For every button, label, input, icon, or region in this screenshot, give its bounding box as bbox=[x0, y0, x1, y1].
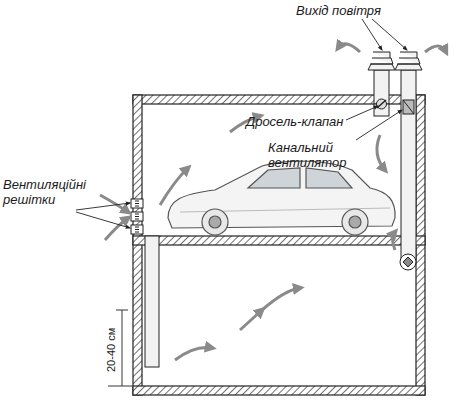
leader-lines bbox=[76, 19, 407, 228]
vent-grilles bbox=[131, 199, 143, 234]
dimension-label: 20-40 см bbox=[104, 328, 119, 372]
duct-fan-label: Канальний вентилятор bbox=[268, 140, 378, 170]
air-outlet-label: Вихід повітря bbox=[296, 3, 416, 18]
exhaust-pipes bbox=[368, 52, 422, 270]
intake-pipe bbox=[145, 236, 159, 367]
air-flow-arrows bbox=[100, 44, 446, 360]
car bbox=[168, 161, 395, 235]
damper-label: Дросель-клапан bbox=[246, 114, 356, 129]
walls bbox=[133, 95, 425, 395]
vent-grilles-label: Вентиляційні решітки bbox=[3, 177, 123, 207]
